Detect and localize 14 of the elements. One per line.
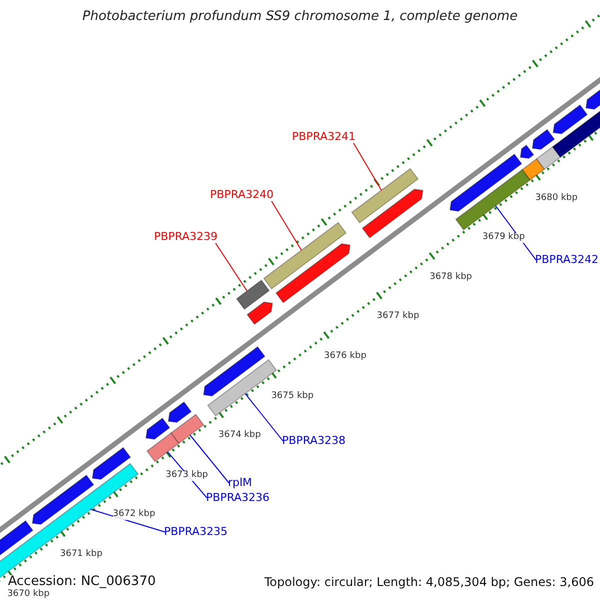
position-label: 3675 kbp [271, 392, 314, 402]
title: Photobacterium profundum SS9 chromosome 1, complete genome [81, 10, 519, 24]
position-label: 3673 kbp [166, 470, 208, 481]
position-label: 3678 kbp [430, 272, 472, 283]
position-label: 3680 kbp [535, 194, 578, 204]
accession-text: Accession: NC_006370 [8, 575, 156, 590]
summary-text: Topology: circular; Length: 4,085,304 bp; Genes: 3,606 [264, 576, 594, 590]
position-label: 3679 kbp [482, 233, 525, 244]
position-label: 3674 kbp [218, 431, 261, 442]
position-label: 3671 kbp [60, 550, 102, 560]
position-label: 3676 kbp [324, 352, 366, 362]
position-label: 3670 kbp [7, 590, 50, 600]
position-label: 3677 kbp [376, 312, 420, 322]
position-label: 3672 kbp [112, 510, 156, 520]
